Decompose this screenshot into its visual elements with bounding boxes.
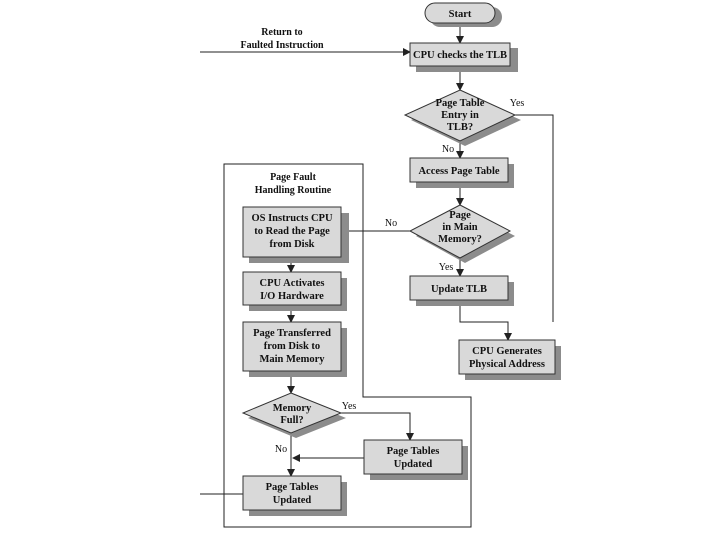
- edge-label-full-no: No: [275, 444, 287, 455]
- edge-label-tlb-no: No: [442, 144, 454, 155]
- svg-text:to Read the Page: to Read the Page: [254, 226, 330, 237]
- svg-text:Memory?: Memory?: [438, 234, 482, 245]
- svg-text:Full?: Full?: [280, 415, 303, 426]
- svg-text:Start: Start: [449, 9, 472, 20]
- edge-tlb-yes: [515, 114, 554, 322]
- page-tables-updated-bottom-node: Page Tables Updated: [242, 475, 347, 516]
- svg-text:Memory: Memory: [273, 403, 312, 414]
- os-instructs-cpu-node: OS Instructs CPU to Read the Page from D…: [242, 206, 349, 263]
- svg-text:CPU checks the TLB: CPU checks the TLB: [413, 50, 507, 61]
- svg-text:Updated: Updated: [394, 459, 433, 470]
- svg-text:Return to: Return to: [261, 27, 302, 38]
- update-tlb-node: Update TLB: [409, 275, 514, 306]
- cpu-activates-io-node: CPU Activates I/O Hardware: [242, 271, 347, 311]
- svg-text:I/O Hardware: I/O Hardware: [260, 291, 324, 302]
- edge-update-to-generate: [459, 300, 512, 341]
- svg-text:Page Fault: Page Fault: [270, 172, 316, 183]
- svg-text:Page Table: Page Table: [436, 98, 485, 109]
- svg-text:Updated: Updated: [273, 495, 312, 506]
- memory-full-decision: Memory Full?: [241, 392, 346, 438]
- svg-text:OS Instructs CPU: OS Instructs CPU: [251, 213, 333, 224]
- svg-text:TLB?: TLB?: [447, 122, 473, 133]
- page-transferred-node: Page Transferred from Disk to Main Memor…: [242, 321, 347, 377]
- edge-label-mem-no: No: [385, 218, 397, 229]
- edge-label-mem-yes: Yes: [439, 262, 454, 273]
- svg-text:Entry in: Entry in: [441, 110, 479, 121]
- svg-text:Faulted Instruction: Faulted Instruction: [240, 40, 324, 51]
- start-node: Start: [424, 2, 502, 27]
- routine-outline: [223, 163, 472, 528]
- edge-label-full-yes: Yes: [342, 401, 357, 412]
- cpu-checks-tlb-node: CPU checks the TLB: [409, 42, 518, 72]
- svg-text:from Disk to: from Disk to: [264, 341, 320, 352]
- routine-label: Page Fault Handling Routine: [255, 172, 332, 196]
- svg-text:from Disk: from Disk: [269, 239, 314, 250]
- svg-text:CPU Activates: CPU Activates: [259, 278, 324, 289]
- page-in-memory-decision: Page in Main Memory?: [408, 204, 515, 263]
- svg-text:Physical Address: Physical Address: [469, 359, 545, 370]
- svg-text:Update TLB: Update TLB: [431, 284, 487, 295]
- svg-text:CPU Generates: CPU Generates: [472, 346, 542, 357]
- svg-text:Page Tables: Page Tables: [387, 446, 440, 457]
- entry-in-tlb-decision: Page Table Entry in TLB?: [403, 89, 521, 146]
- return-to-instruction-label: Return to Faulted Instruction: [240, 27, 324, 51]
- access-page-table-node: Access Page Table: [409, 157, 514, 188]
- svg-text:Page: Page: [449, 210, 471, 221]
- edge-label-tlb-yes: Yes: [510, 98, 525, 109]
- page-tables-updated-right-node: Page Tables Updated: [363, 439, 468, 480]
- svg-text:Handling Routine: Handling Routine: [255, 185, 332, 196]
- svg-text:Access Page Table: Access Page Table: [418, 166, 499, 177]
- svg-text:in Main: in Main: [442, 222, 477, 233]
- svg-text:Page Transferred: Page Transferred: [253, 328, 331, 339]
- cpu-generates-address-node: CPU Generates Physical Address: [458, 339, 561, 380]
- svg-text:Page Tables: Page Tables: [266, 482, 319, 493]
- svg-text:Main Memory: Main Memory: [259, 354, 325, 365]
- edge-full-yes: [340, 412, 414, 441]
